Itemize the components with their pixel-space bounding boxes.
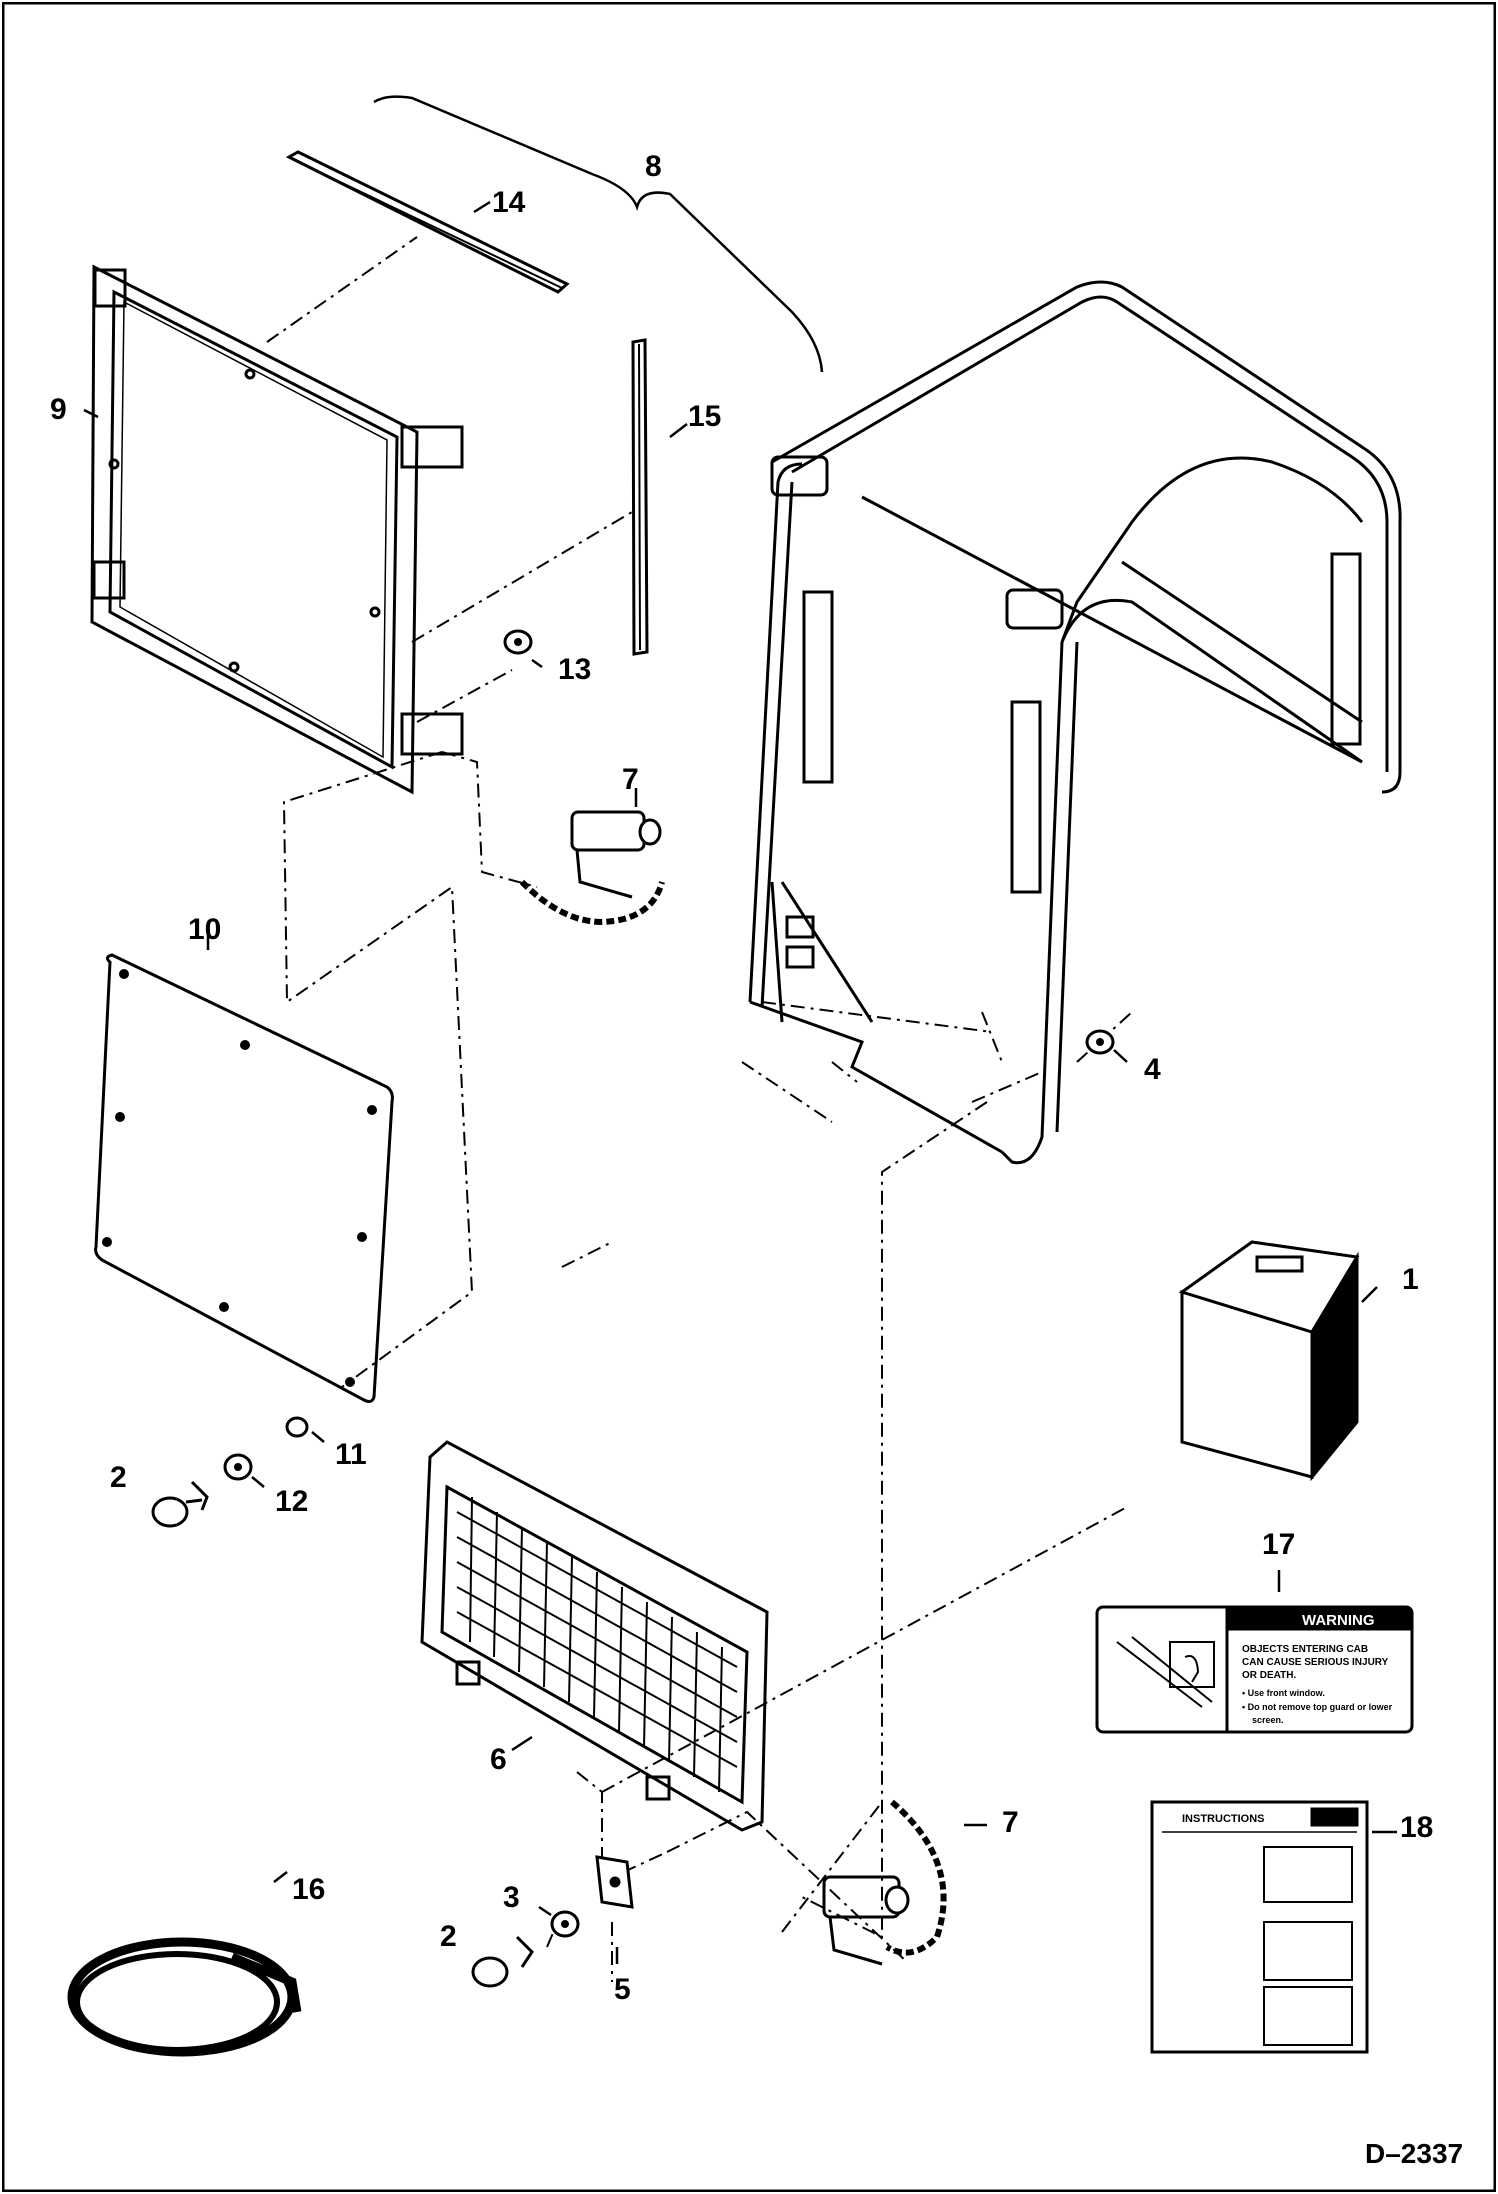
front-screen-6-icon	[420, 1440, 769, 1832]
pin-with-chain-7a-icon	[519, 810, 665, 926]
callout-9: 9	[50, 393, 67, 426]
warning-header-text: WARNING	[1302, 1612, 1375, 1629]
callout-2b: 2	[440, 1920, 457, 1953]
callout-3: 3	[503, 1881, 520, 1914]
callout-4: 4	[1144, 1053, 1161, 1086]
callout-6: 6	[490, 1743, 507, 1776]
callout-11: 11	[335, 1438, 367, 1471]
callout-10: 10	[188, 913, 222, 946]
callout-16: 16	[292, 1873, 326, 1906]
hex-nut-13-icon	[503, 629, 533, 655]
callout-5: 5	[614, 1973, 631, 2006]
figure-id: D–2337	[1365, 2138, 1464, 2169]
callout-18: 18	[1400, 1811, 1434, 1844]
window-frame-9-icon	[90, 264, 464, 795]
lock-washer-12-icon	[223, 1453, 253, 1481]
hex-bolt-2a-icon	[151, 1480, 209, 1528]
instruction-decal-18-icon	[1150, 1800, 1369, 2054]
seal-strip-15-icon	[631, 338, 649, 656]
callout-13: 13	[558, 653, 592, 686]
svg-text:OR DEATH.: OR DEATH.	[1242, 1670, 1296, 1681]
svg-text:CAN CAUSE SERIOUS INJURY: CAN CAUSE SERIOUS INJURY	[1242, 1657, 1389, 1668]
pin-with-chain-7b-icon	[822, 1799, 947, 1966]
callout-14: 14	[492, 186, 526, 219]
svg-text:screen.: screen.	[1252, 1715, 1284, 1725]
hex-bolt-2b-icon	[471, 1935, 534, 1988]
warning-decal-17-icon	[1095, 1605, 1414, 1734]
hex-nut-4-icon	[1085, 1029, 1115, 1055]
lock-washer-3-icon	[550, 1910, 580, 1938]
svg-text:OBJECTS ENTERING CAB: OBJECTS ENTERING CAB	[1242, 1644, 1368, 1655]
callout-2a: 2	[110, 1461, 127, 1494]
svg-text:• Use front window.: • Use front window.	[1242, 1688, 1325, 1698]
spacer-11-icon	[285, 1416, 309, 1438]
cab-assembly-icon	[748, 280, 1402, 1165]
callout-12: 12	[275, 1485, 309, 1518]
bracket-5-icon	[595, 1855, 634, 1909]
group-bracket-8	[373, 95, 824, 373]
polycarbonate-panel-10-icon	[94, 953, 394, 1403]
callout-8: 8	[645, 150, 662, 183]
callout-7b: 7	[1002, 1806, 1019, 1839]
rubber-seal-coil-16-icon	[67, 1937, 302, 2057]
manual-book-1-icon	[1178, 1240, 1360, 1482]
callout-7a: 7	[622, 763, 639, 796]
callout-17: 17	[1262, 1528, 1296, 1561]
callout-1: 1	[1402, 1263, 1419, 1296]
callout-15: 15	[688, 400, 722, 433]
instruction-header-text: INSTRUCTIONS	[1182, 1813, 1265, 1825]
seal-strip-14-icon	[285, 150, 570, 294]
svg-text:• Do not remove top guard or l: • Do not remove top guard or lower	[1242, 1702, 1393, 1712]
